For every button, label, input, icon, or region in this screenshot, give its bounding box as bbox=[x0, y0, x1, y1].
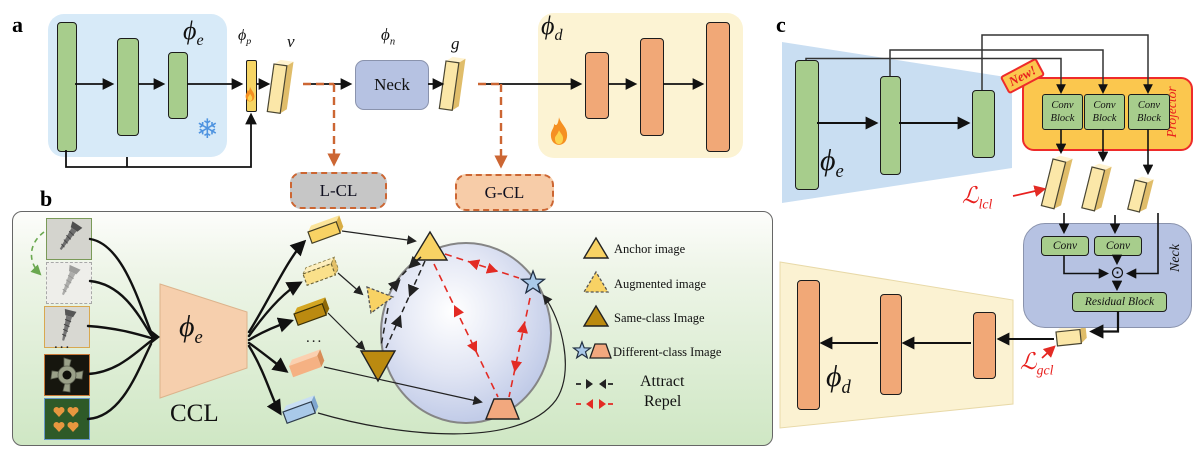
input-image-screw-1 bbox=[46, 218, 92, 260]
global-cl-box: G-CL bbox=[455, 174, 554, 211]
decoder-flow-c bbox=[819, 332, 1054, 350]
projector-label-a: ϕp bbox=[238, 27, 252, 48]
local-feature-bar-1 bbox=[1040, 155, 1073, 210]
legend-repel-icon bbox=[576, 399, 616, 409]
input-image-screw-2 bbox=[44, 306, 90, 348]
feature-g-label: g bbox=[451, 34, 460, 53]
local-cl-box: L-CL bbox=[290, 172, 387, 209]
snowflake-icon: ❄ bbox=[196, 114, 219, 145]
encoder-label-a: ϕe bbox=[183, 16, 204, 50]
decoder-label-a: ϕd bbox=[541, 11, 563, 45]
decoder-stage-c2 bbox=[880, 294, 902, 395]
features-ellipsis: ... bbox=[306, 330, 324, 346]
feature-bar-g bbox=[438, 56, 466, 112]
encoder-stage-a2 bbox=[117, 38, 139, 136]
local-loss-label: ℒlcl bbox=[962, 183, 993, 212]
decoder-stage-a1 bbox=[585, 52, 609, 119]
legend-augmented-icon bbox=[582, 270, 610, 293]
encoder-stage-c2 bbox=[880, 76, 901, 175]
decoder-label-c: ϕd bbox=[826, 360, 851, 398]
local-loss-arrow bbox=[1012, 185, 1047, 197]
legend-different-class-label: Different-class Image bbox=[613, 345, 722, 359]
fire-icon-large bbox=[550, 117, 568, 145]
decoder-stage-a2 bbox=[640, 38, 664, 136]
input-image-nut bbox=[44, 354, 90, 396]
local-feature-bar-2 bbox=[1081, 163, 1112, 212]
legend-same-class-label: Same-class Image bbox=[614, 311, 705, 325]
input-image-screw-augmented bbox=[46, 262, 92, 304]
legend-anchor-label: Anchor image bbox=[614, 242, 686, 256]
images-ellipsis: ... bbox=[54, 336, 72, 352]
neck-conv-2: Conv bbox=[1094, 236, 1142, 256]
panel-b-label: b bbox=[40, 186, 53, 211]
projector-bar-a bbox=[246, 60, 257, 112]
encoder-label-b: ϕe bbox=[179, 310, 203, 348]
legend-different-class-icon bbox=[572, 340, 612, 360]
merge-icon: ⊙ bbox=[1110, 263, 1125, 283]
decoder-stage-a3 bbox=[706, 22, 730, 152]
legend-anchor-icon bbox=[582, 236, 610, 259]
neck-rotated-label: Neck bbox=[1168, 244, 1183, 272]
decoder-stage-c3 bbox=[973, 312, 996, 379]
legend-augmented-label: Augmented image bbox=[614, 277, 706, 291]
feature-bar-v bbox=[266, 59, 294, 115]
encoder-stage-c3 bbox=[972, 90, 995, 158]
legend-attract-icon bbox=[576, 379, 616, 389]
encoder-stage-a3 bbox=[168, 52, 188, 119]
local-feature-bar-3 bbox=[1127, 176, 1154, 213]
encoder-stage-a1 bbox=[57, 22, 77, 152]
decoder-stage-c1 bbox=[797, 280, 820, 410]
input-image-pcb bbox=[44, 398, 90, 440]
feature-v-label: v bbox=[287, 32, 295, 51]
neck-conv-1: Conv bbox=[1041, 236, 1089, 256]
legend-same-class-icon bbox=[582, 304, 610, 327]
panel-a-label: a bbox=[12, 12, 23, 37]
legend-repel-label: Repel bbox=[644, 393, 682, 410]
legend-attract-label: Attract bbox=[640, 373, 685, 390]
neck-sym-label: ϕn bbox=[381, 25, 396, 48]
encoder-label-c: ϕe bbox=[820, 144, 844, 182]
ccl-label: CCL bbox=[170, 400, 219, 427]
neck-box-a: Neck bbox=[355, 60, 429, 110]
fire-icon-small bbox=[245, 86, 255, 102]
global-loss-label: ℒgcl bbox=[1020, 349, 1054, 378]
encoder-stage-c1 bbox=[795, 60, 819, 190]
panel-c-label: c bbox=[776, 12, 786, 37]
residual-block: Residual Block bbox=[1072, 292, 1167, 312]
